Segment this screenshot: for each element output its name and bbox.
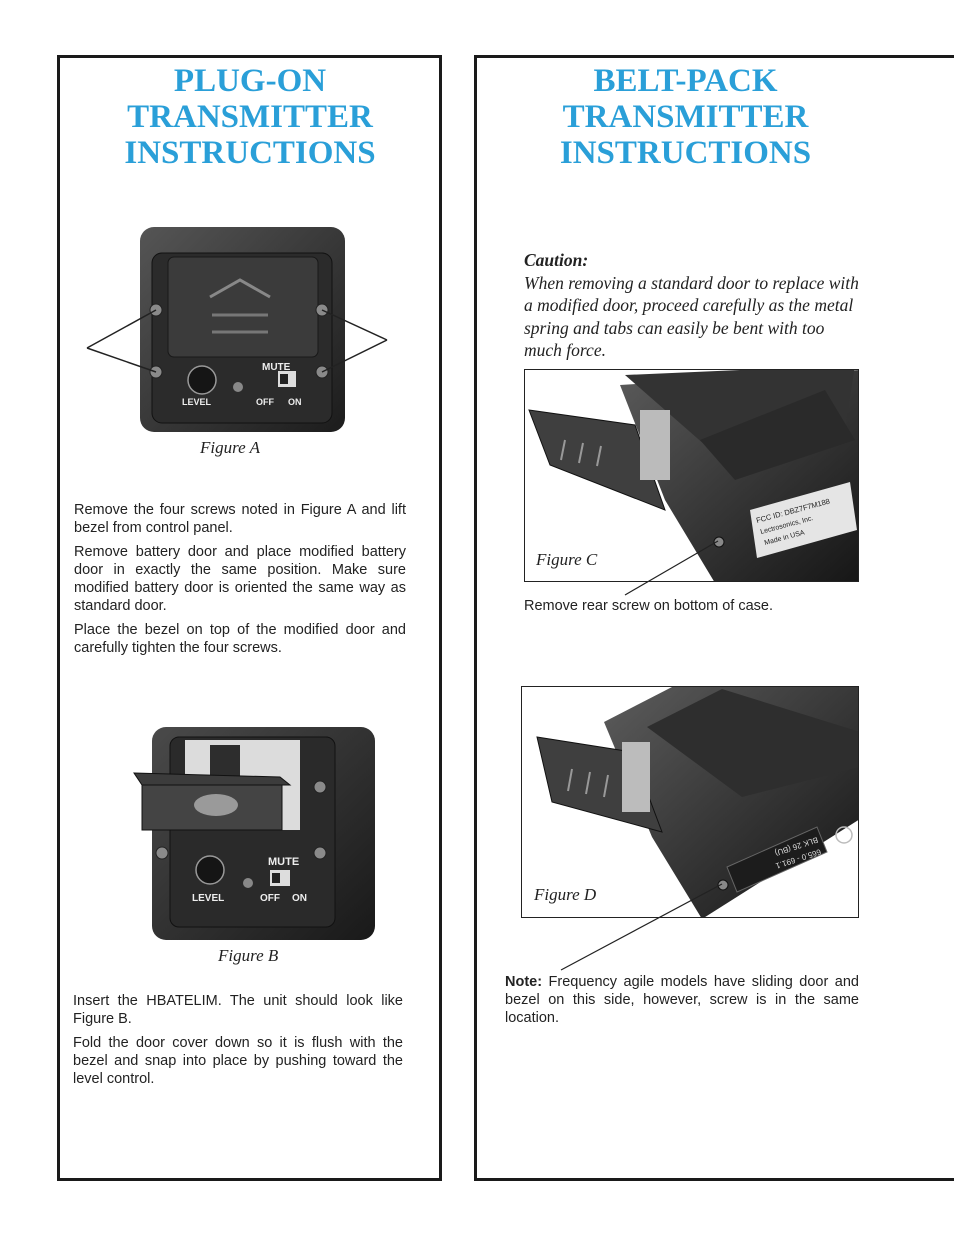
figure-d-photo: BLK 26 (BU) 665.0 - 691.1 bbox=[536, 687, 858, 917]
paragraph: Remove battery door and place modified b… bbox=[74, 544, 406, 614]
figure-a-on-label: ON bbox=[288, 397, 302, 407]
figure-a-pointer-lines bbox=[86, 309, 388, 373]
figure-a-off-label: OFF bbox=[256, 397, 274, 407]
belt-pack-note: Note: Frequency agile models have slidin… bbox=[505, 973, 859, 1027]
figure-a-level-label: LEVEL bbox=[182, 397, 212, 407]
caution-text: When removing a standard door to replace… bbox=[524, 272, 859, 361]
caution-block: Caution: When removing a standard door t… bbox=[524, 249, 864, 362]
paragraph: Remove the four screws noted in Figure A… bbox=[74, 502, 406, 536]
plug-on-instructions-b: Insert the HBATELIM. The unit should loo… bbox=[73, 992, 403, 1094]
plug-on-instructions-a: Remove the four screws noted in Figure A… bbox=[74, 501, 406, 663]
plug-on-title: PLUG-ON TRANSMITTER INSTRUCTIONS bbox=[124, 63, 376, 171]
caution-heading: Caution: bbox=[524, 250, 589, 270]
paragraph: Fold the door cover down so it is flush … bbox=[73, 1035, 403, 1087]
figure-d-caption: Figure D bbox=[532, 885, 599, 905]
note-text: Frequency agile models have sliding door… bbox=[505, 974, 859, 1026]
figure-a-mute-label: MUTE bbox=[262, 362, 291, 373]
figure-b-level-label: LEVEL bbox=[192, 893, 224, 904]
figure-d-box: BLK 26 (BU) 665.0 - 691.1 Figure D bbox=[521, 686, 859, 918]
figure-b-mute-label: MUTE bbox=[268, 856, 299, 868]
figure-d-pointer-line bbox=[560, 883, 723, 971]
figure-c-pointer-line bbox=[624, 540, 719, 596]
belt-pack-title: BELT-PACK TRANSMITTER INSTRUCTIONS bbox=[559, 63, 812, 171]
figure-c-box: FCC ID: DBZ7F7M188 Lectrosonics, Inc. Ma… bbox=[524, 369, 859, 582]
figure-c-caption: Figure C bbox=[534, 550, 600, 570]
note-label: Note: bbox=[505, 974, 543, 990]
figure-b-on-label: ON bbox=[292, 893, 307, 904]
figure-a-caption: Figure A bbox=[200, 438, 260, 457]
figure-b-caption: Figure B bbox=[218, 946, 279, 965]
figure-c-photo: FCC ID: DBZ7F7M188 Lectrosonics, Inc. Ma… bbox=[528, 370, 858, 581]
belt-pack-panel bbox=[474, 55, 954, 1181]
paragraph: Place the bezel on top of the modified d… bbox=[74, 622, 406, 656]
figure-b-photo: MUTE LEVEL OFF ON bbox=[130, 725, 375, 940]
paragraph: Insert the HBATELIM. The unit should loo… bbox=[73, 993, 403, 1027]
figure-c-note: Remove rear screw on bottom of case. bbox=[524, 598, 774, 614]
plug-on-panel bbox=[57, 55, 442, 1181]
figure-a-photo: MUTE LEVEL OFF ON bbox=[80, 225, 400, 440]
figure-b-off-label: OFF bbox=[260, 893, 280, 904]
